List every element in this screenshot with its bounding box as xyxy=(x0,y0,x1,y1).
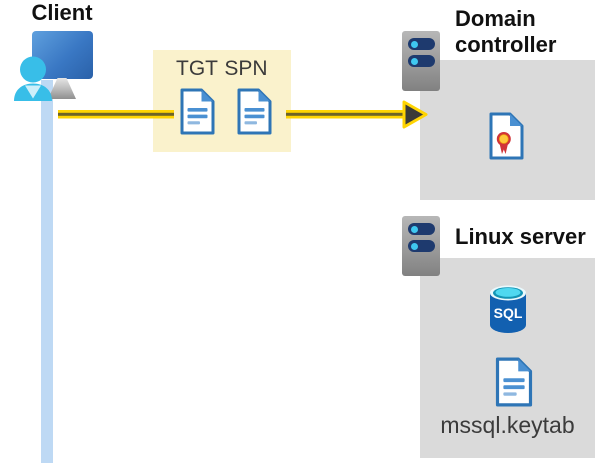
server-bar xyxy=(408,240,435,252)
client-connection-line xyxy=(41,80,53,463)
spn-label: SPN xyxy=(224,57,268,80)
server-led xyxy=(411,57,418,65)
client-label: Client xyxy=(31,0,93,25)
spn-document-icon xyxy=(237,88,272,135)
server-led xyxy=(411,225,418,233)
linux-server-label: Linux server xyxy=(455,224,586,249)
person-icon xyxy=(14,56,52,101)
server-bar xyxy=(408,223,435,235)
server-bar xyxy=(408,38,435,50)
keytab-filename: mssql.keytab xyxy=(440,412,575,438)
tgt-label: TGT xyxy=(176,57,218,80)
certificate-icon xyxy=(489,112,524,160)
domain-controller-label: Domain controller xyxy=(455,6,557,57)
sql-label: SQL xyxy=(494,305,523,321)
server-led xyxy=(411,40,418,48)
server-bar xyxy=(408,55,435,67)
linux-server-icon xyxy=(402,216,440,276)
keytab-document-icon xyxy=(495,357,533,407)
sql-database-icon: SQL xyxy=(490,285,526,333)
server-led xyxy=(411,242,418,250)
domain-controller-server-icon xyxy=(402,31,440,91)
tgt-document-icon xyxy=(180,88,215,135)
